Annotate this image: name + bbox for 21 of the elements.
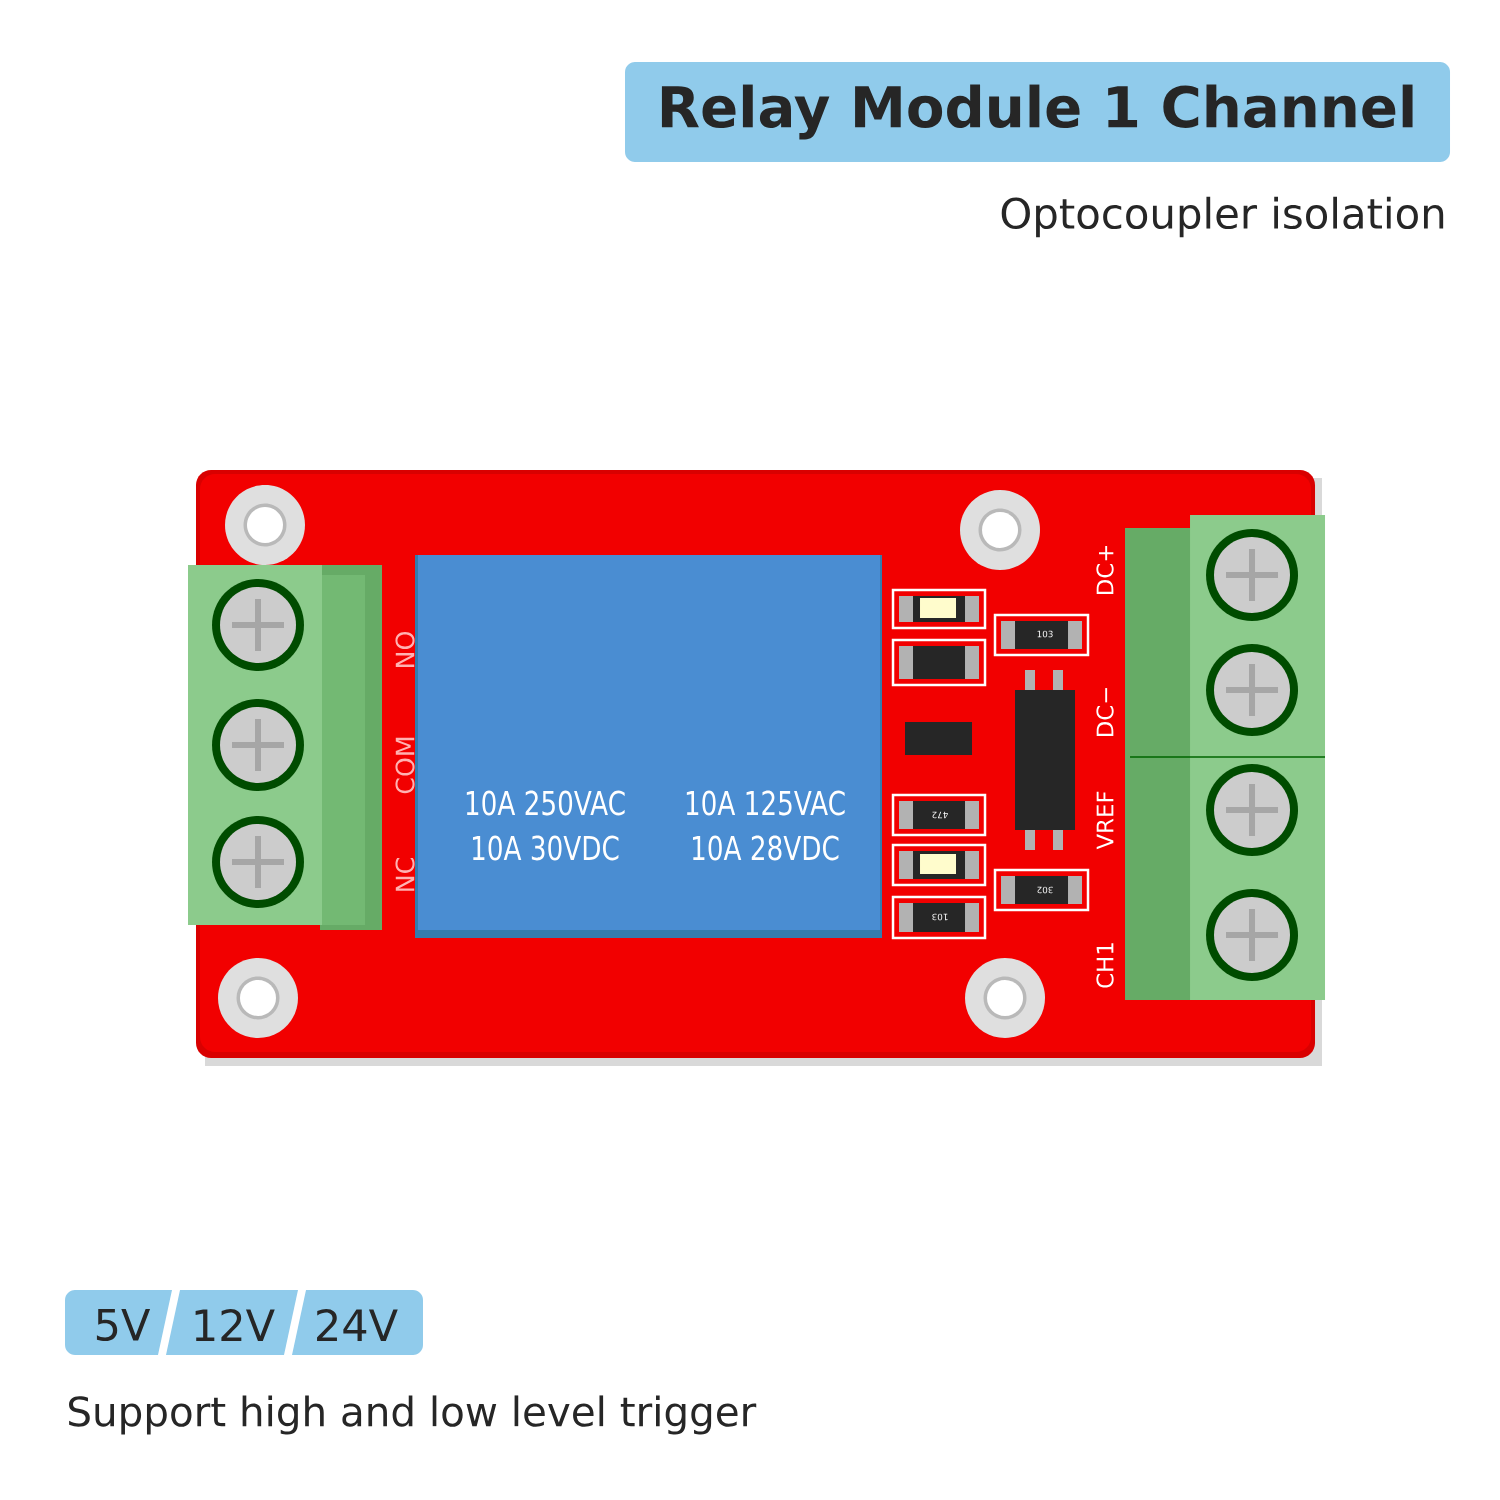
feature-text: Support high and low level trigger xyxy=(69,1395,757,1435)
resistor-code: 103 xyxy=(1037,630,1053,638)
resistor-code: 103 xyxy=(932,913,948,921)
pin-label: NO xyxy=(395,632,415,667)
pin-label: VREF xyxy=(1096,791,1114,850)
pin-label: DC+ xyxy=(1096,546,1114,595)
resistor-code: 472 xyxy=(932,811,948,819)
pin-label: CH1 xyxy=(1096,943,1114,988)
voltage-label: 12V xyxy=(195,1309,275,1341)
rating-text: 10A 28VDC xyxy=(693,835,839,861)
pin-label: DC− xyxy=(1096,688,1114,737)
rating-text: 10A 250VAC xyxy=(466,790,625,816)
pin-label: COM xyxy=(395,737,415,794)
rating-text: 10A 125VAC xyxy=(686,790,845,816)
title-banner: Relay Module 1 Channel xyxy=(625,62,1450,162)
pin-label: NC xyxy=(395,858,415,891)
voltage-label: 5V xyxy=(96,1309,151,1341)
rating-text: 10A 30VDC xyxy=(473,835,619,861)
voltage-label: 24V xyxy=(317,1309,398,1341)
resistor-code: 302 xyxy=(1037,886,1053,894)
subtitle: Optocoupler isolation xyxy=(1001,196,1444,238)
